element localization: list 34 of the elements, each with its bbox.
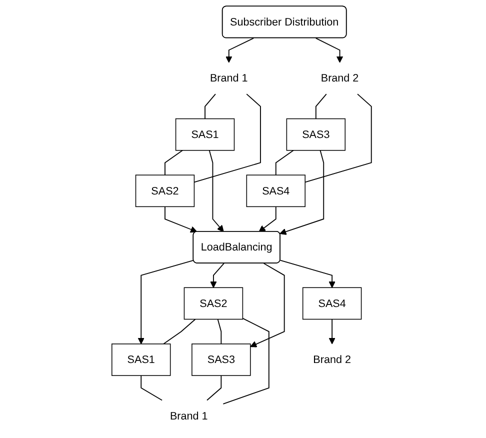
node-text: Brand 1 xyxy=(170,409,208,422)
connector xyxy=(206,375,222,401)
node-box: SAS2 xyxy=(184,287,244,320)
node-box: SAS4 xyxy=(246,174,306,208)
node-box: SAS1 xyxy=(175,118,235,151)
arrow xyxy=(226,38,254,63)
connector xyxy=(315,94,327,120)
connector xyxy=(304,94,372,183)
arrow xyxy=(315,38,344,63)
arrow xyxy=(210,262,224,288)
arrow xyxy=(164,206,198,233)
connector xyxy=(275,150,294,176)
connector xyxy=(204,94,216,120)
connector xyxy=(222,318,270,404)
node-box: SAS3 xyxy=(192,344,251,376)
connector xyxy=(164,150,183,176)
node-text: Brand 2 xyxy=(313,353,351,366)
node-box: SAS1 xyxy=(112,344,171,376)
node-box: SAS4 xyxy=(302,287,362,320)
node-text: Brand 1 xyxy=(210,72,248,84)
connector xyxy=(217,318,222,344)
node-box: SAS3 xyxy=(286,118,346,151)
connector xyxy=(194,94,261,183)
arrow xyxy=(250,262,285,348)
connector xyxy=(163,318,196,344)
arrow xyxy=(208,150,224,232)
arrow xyxy=(328,318,336,344)
node-box: SAS2 xyxy=(135,174,195,208)
arrow xyxy=(280,150,324,235)
arrow xyxy=(280,260,336,288)
arrow xyxy=(258,206,276,232)
arrow xyxy=(138,260,194,344)
node-text: Brand 2 xyxy=(320,72,359,84)
connector xyxy=(140,375,162,401)
